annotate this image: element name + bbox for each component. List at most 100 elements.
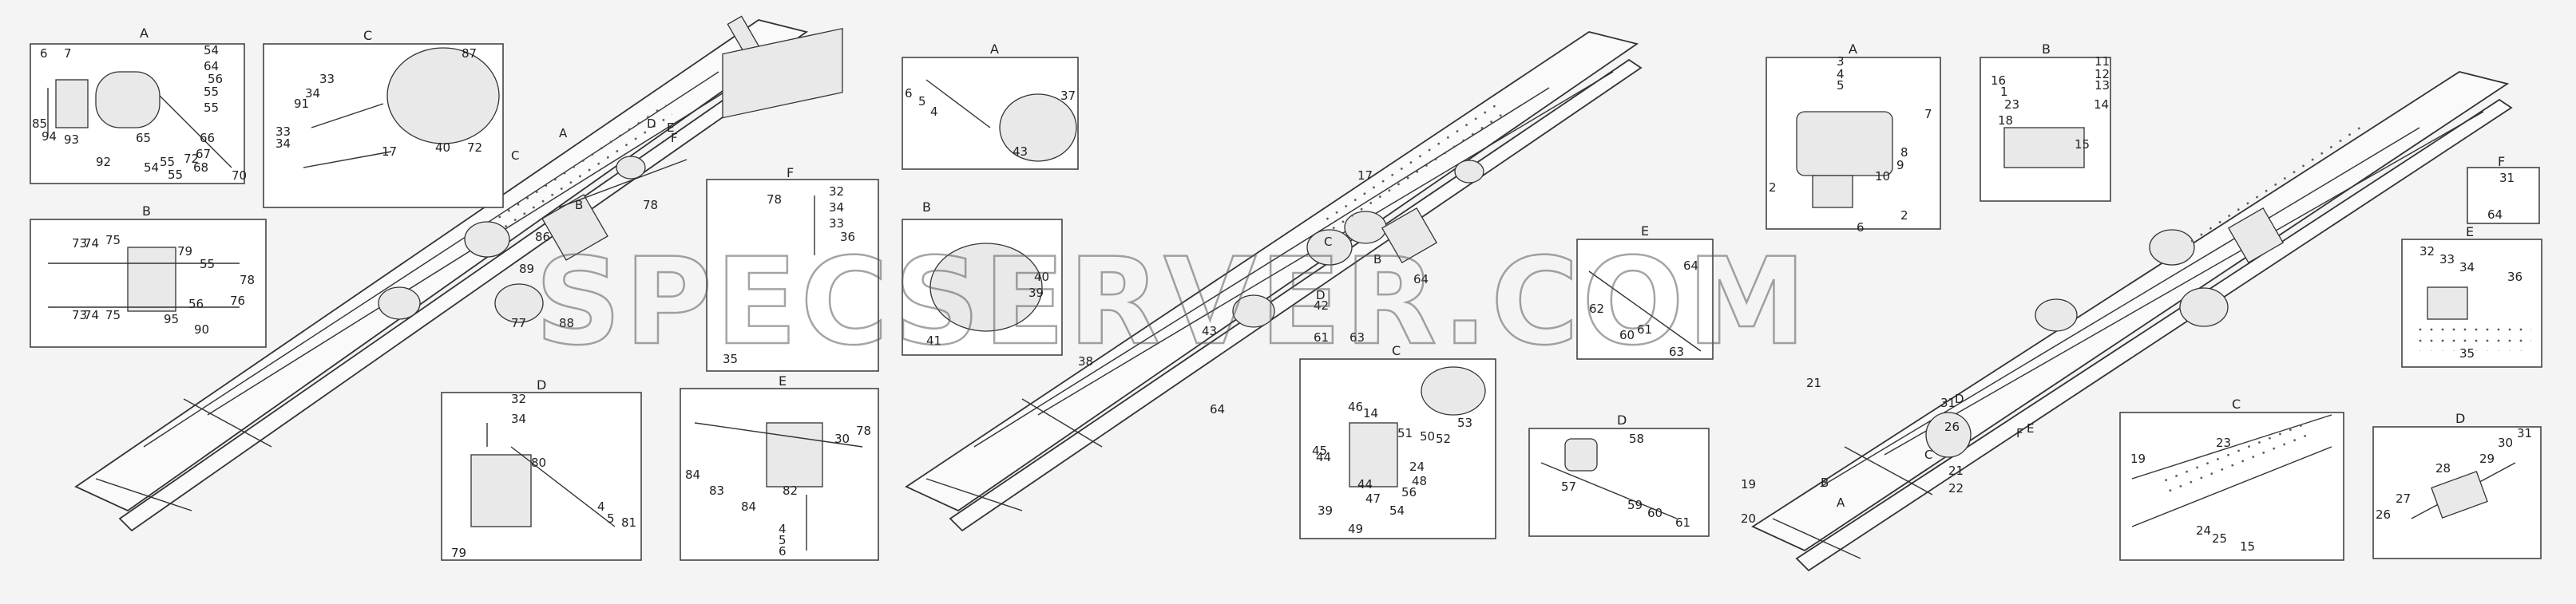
- part-number-label: 2: [1900, 208, 1908, 223]
- part-number-label: 9: [1896, 158, 1904, 172]
- part-number-label: 90: [194, 322, 209, 337]
- panel-1-C: [263, 43, 504, 208]
- part-number-label: 55: [200, 257, 215, 271]
- part-number-label: 24: [1409, 460, 1425, 474]
- panel-3-F: [2467, 167, 2540, 224]
- part-number-label: 33: [275, 124, 291, 139]
- part-number-label: 10: [1875, 169, 1890, 184]
- panel-title-2-E: E: [1641, 223, 1649, 239]
- part-number-label: 40: [435, 140, 450, 155]
- part-number-label: 47: [1365, 491, 1381, 506]
- part-number-label: 78: [767, 192, 782, 207]
- panel-title-3-F: F: [2498, 154, 2505, 169]
- part-number-label: 34: [305, 86, 320, 101]
- part-number-label: 85: [32, 116, 47, 131]
- chassis-callout-label: F: [2016, 426, 2023, 440]
- part-number-label: 67: [196, 147, 211, 161]
- part-number-label: 5: [779, 533, 787, 547]
- panel-3-E: [2401, 239, 2542, 368]
- part-number-label: 12: [2094, 67, 2110, 81]
- panel-1-E: [680, 388, 879, 561]
- part-number-label: 61: [1637, 322, 1652, 337]
- part-number-label: 5: [607, 511, 615, 526]
- part-number-label: 39: [1318, 503, 1333, 518]
- part-number-label: 39: [1028, 286, 1044, 300]
- part-number-label: 79: [177, 244, 192, 259]
- chassis-callout-label: B: [575, 198, 583, 212]
- part-number-label: 34: [829, 200, 844, 215]
- panel-title-1-A: A: [140, 26, 149, 41]
- part-number-label: 49: [1348, 522, 1363, 536]
- part-number-label: 58: [1629, 432, 1644, 446]
- part-number-label: 29: [2479, 452, 2495, 466]
- part-number-label: 16: [1991, 73, 2006, 88]
- chassis-callout-label: 77: [511, 316, 526, 330]
- part-number-label: 51: [1397, 426, 1413, 440]
- chassis-callout-label: 26: [1944, 420, 1960, 434]
- part-number-label: 33: [829, 216, 844, 231]
- part-number-label: 23: [2216, 436, 2231, 450]
- chassis-callout-label: A: [559, 126, 568, 140]
- chassis-callout-label: A: [1837, 495, 1845, 510]
- part-number-label: 59: [1627, 498, 1643, 512]
- chassis-callout-label: 86: [535, 230, 550, 244]
- part-number-label: 46: [1348, 400, 1363, 414]
- panel-2-C: [1299, 358, 1496, 539]
- part-number-label: 15: [2240, 539, 2255, 554]
- panel-title-3-E: E: [2466, 224, 2474, 239]
- part-number-label: 6: [779, 544, 787, 559]
- part-number-label: 30: [834, 432, 850, 446]
- part-number-label: 4: [779, 522, 787, 536]
- chassis-callout-label: F: [671, 131, 678, 145]
- chassis-callout-label: D: [1316, 288, 1326, 302]
- chassis-callout-label: 20: [1741, 511, 1756, 526]
- part-number-label: 44: [1316, 450, 1331, 464]
- part-number-label: 57: [1561, 480, 1576, 494]
- chassis-callout-label: E: [2027, 421, 2034, 436]
- panel-2-A: [902, 57, 1079, 170]
- chassis-callout-label: 63: [1349, 330, 1365, 345]
- chassis-callout-label: 22: [1948, 481, 1964, 495]
- part-number-label: 36: [840, 230, 855, 244]
- part-number-label: 6: [1857, 220, 1865, 235]
- panel-title-1-F: F: [787, 165, 794, 180]
- part-number-label: 81: [621, 515, 636, 530]
- part-number-label: 44: [1357, 477, 1373, 491]
- chassis-callout-label: 88: [559, 316, 574, 330]
- part-number-label: 60: [1619, 328, 1635, 342]
- part-number-label: 72: [184, 152, 199, 166]
- part-number-label: 55: [160, 155, 175, 169]
- chassis-callout-label: 21: [1948, 464, 1964, 478]
- part-number-label: 54: [1389, 503, 1405, 518]
- part-number-label: 15: [2075, 137, 2090, 152]
- part-number-label: 94: [42, 129, 57, 144]
- part-number-label: 56: [208, 72, 223, 86]
- part-number-label: 23: [2004, 97, 2019, 112]
- panel-3-B: [1980, 57, 2111, 202]
- part-number-label: 36: [2507, 270, 2522, 284]
- panel-title-1-C: C: [363, 28, 372, 43]
- part-number-label: 64: [1683, 259, 1698, 273]
- part-number-label: 78: [240, 273, 255, 287]
- part-number-label: 2: [1769, 180, 1777, 195]
- part-number-label: 64: [204, 59, 219, 73]
- part-number-label: 3: [1837, 54, 1845, 69]
- panel-3-C: [2119, 412, 2344, 561]
- watermark-text: SPECSERVER.COM: [535, 233, 1809, 372]
- part-number-label: 40: [1034, 270, 1049, 284]
- panel-title-1-E: E: [779, 373, 787, 389]
- part-number-label: 35: [2459, 346, 2475, 361]
- part-number-label: 53: [1457, 416, 1472, 430]
- part-number-label: 93: [64, 132, 79, 147]
- part-number-label: 6: [40, 46, 48, 61]
- part-number-label: 34: [275, 136, 291, 151]
- chassis-callout-label: 64: [1210, 402, 1225, 416]
- part-number-label: 65: [136, 131, 151, 145]
- panel-1-B: [30, 219, 267, 348]
- part-number-label: 33: [319, 72, 335, 86]
- part-number-label: 48: [1412, 474, 1427, 488]
- part-number-label: 18: [1998, 113, 2013, 128]
- part-number-label: 79: [451, 546, 466, 560]
